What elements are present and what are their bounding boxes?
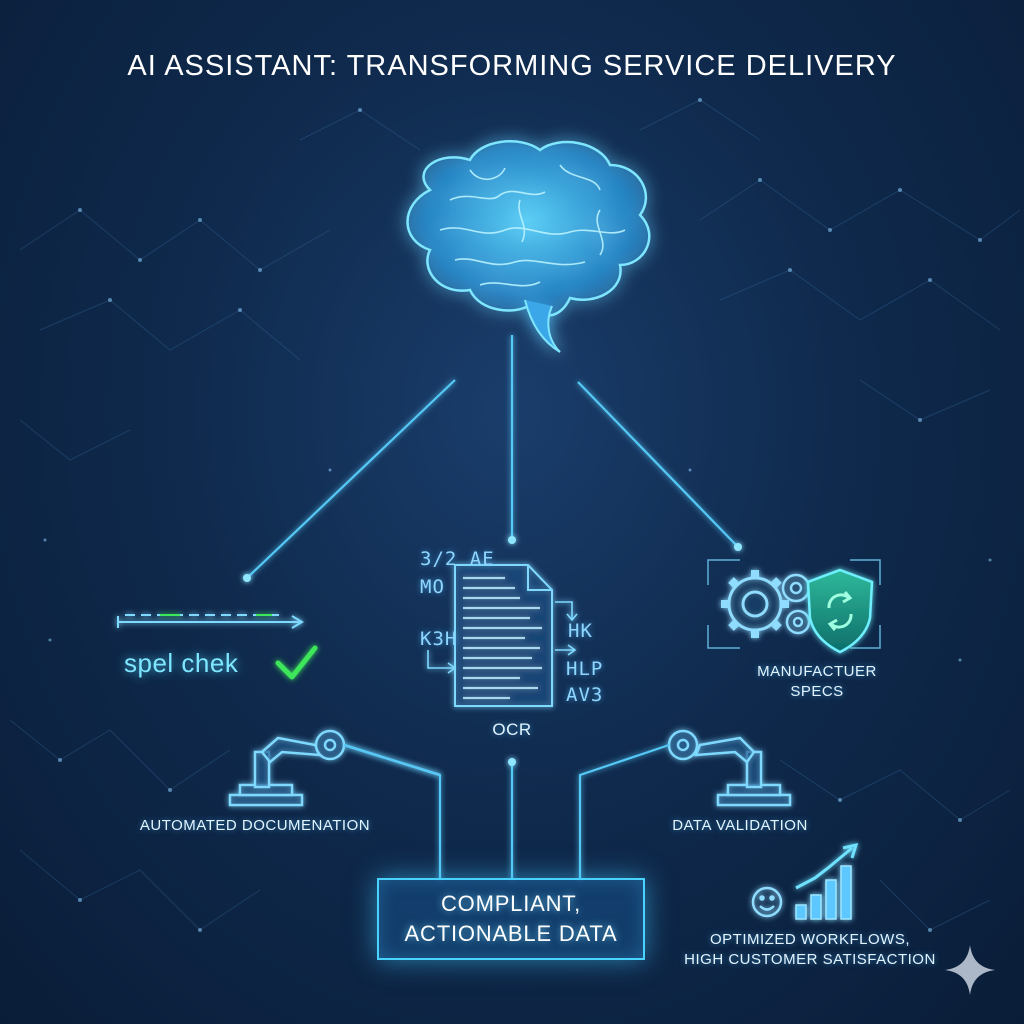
spellcheck-arrow (117, 614, 304, 629)
ocr-glyph: HK (568, 620, 593, 642)
center-box-line1: COMPLIANT, (440, 891, 582, 916)
robot-arm-left-icon (228, 729, 441, 807)
ocr-glyph: MO (420, 576, 445, 598)
manufacturer-specs-line2: SPECS (790, 683, 844, 700)
compliant-data-box: COMPLIANT, ACTIONABLE DATA (377, 878, 645, 960)
growth-chart-icon (795, 842, 859, 920)
ocr-label: OCR (492, 720, 532, 739)
ocr-glyph: 3/2 AE (420, 548, 495, 570)
center-connectors (343, 743, 670, 880)
ocr-glyph: K3H (420, 628, 458, 650)
data-validation-label: DATA VALIDATION (672, 817, 808, 834)
center-box-line2: ACTIONABLE DATA (404, 921, 618, 946)
automated-documentation-label: AUTOMATED DOCUMENATION (139, 817, 371, 834)
outcome-label: OPTIMIZED WORKFLOWS, HIGH CUSTOMER SATIS… (680, 930, 940, 970)
document-icon (427, 564, 578, 707)
manufacturer-specs-line1: MANUFACTUER (757, 663, 877, 680)
sparkle-icon (945, 945, 995, 995)
brain-connectors (246, 335, 739, 579)
spell-check-label: spel chek (124, 648, 239, 678)
smiley-icon (751, 886, 783, 918)
gear-icon (721, 570, 789, 638)
page-title: AI ASSISTANT: TRANSFORMING SERVICE DELIV… (127, 50, 897, 82)
center-connector-dot (508, 758, 516, 766)
connector-dots (243, 536, 742, 582)
background-stars (43, 98, 992, 932)
outcome-line1: OPTIMIZED WORKFLOWS, (710, 931, 910, 948)
ocr-glyph: HLP (566, 658, 604, 680)
brain-icon (406, 140, 651, 353)
small-gear-icon (781, 573, 811, 635)
check-icon (275, 645, 318, 680)
ocr-glyph: AV3 (566, 684, 604, 706)
shield-icon (806, 568, 874, 654)
specs-frame (707, 559, 881, 649)
outcome-line2: HIGH CUSTOMER SATISFACTION (684, 951, 936, 968)
robot-arm-right-icon (667, 729, 792, 807)
manufacturer-specs-label: MANUFACTUER SPECS (752, 662, 882, 702)
